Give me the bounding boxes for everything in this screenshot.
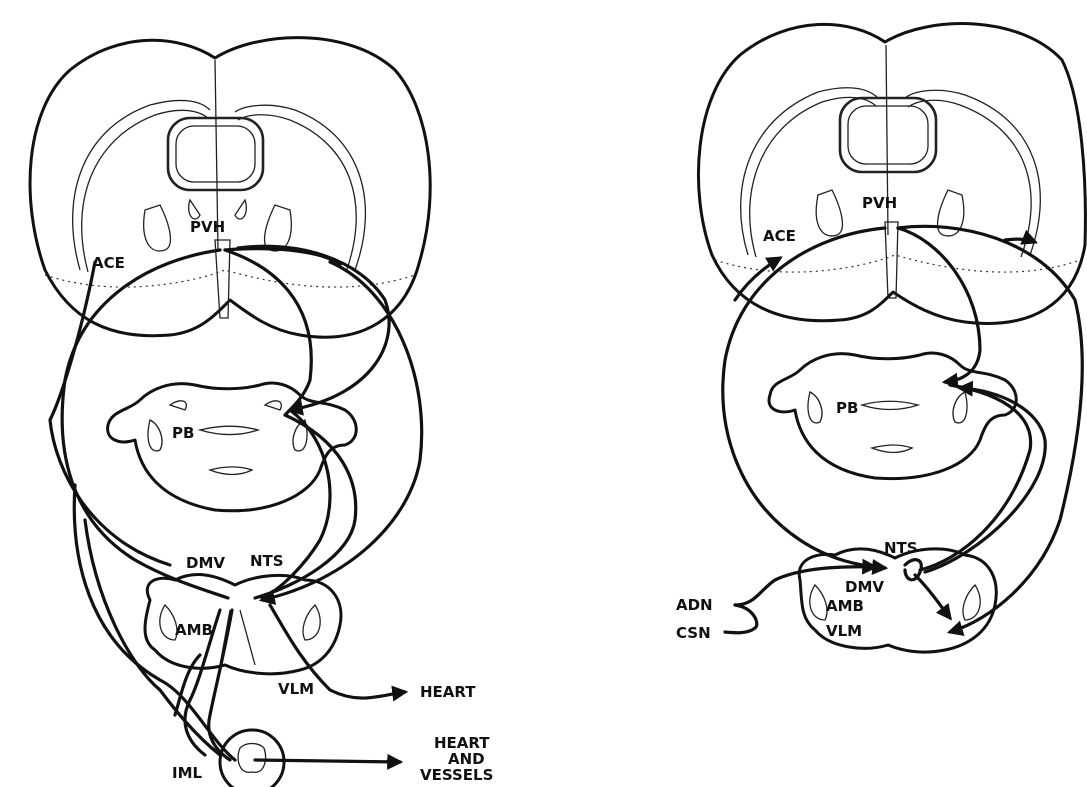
right-label-pb: PB <box>836 399 858 417</box>
left-label-pb: PB <box>172 424 194 442</box>
right-pons-section <box>769 353 1016 479</box>
left-label-dmv: DMV <box>186 554 225 572</box>
right-label-amb: AMB <box>826 597 864 615</box>
right-label-nts: NTS <box>884 539 918 557</box>
left-label-amb: AMB <box>175 621 213 639</box>
right-diagram: ACE PVH PB NTS DMV AMB VLM ADN CSN <box>676 24 1085 652</box>
left-pathways <box>50 246 422 762</box>
right-label-adn: ADN <box>676 596 713 614</box>
left-label-ace: ACE <box>92 254 125 272</box>
left-label-vlm: VLM <box>278 680 314 698</box>
right-label-pvh: PVH <box>862 194 897 212</box>
left-label-iml: IML <box>172 764 203 782</box>
right-label-vlm: VLM <box>826 622 862 640</box>
right-label-ace: ACE <box>763 227 796 245</box>
left-label-nts: NTS <box>250 552 284 570</box>
left-diagram: ACE PVH PB DMV NTS AMB VLM IML HEART HEA… <box>30 38 493 787</box>
left-label-heart: HEART <box>420 683 476 701</box>
right-label-dmv: DMV <box>845 578 884 596</box>
left-labels: ACE PVH PB DMV NTS AMB VLM IML HEART HEA… <box>92 218 493 784</box>
right-label-csn: CSN <box>676 624 711 642</box>
right-pathways <box>723 226 1082 632</box>
left-label-heart-vessels-3: VESSELS <box>420 766 493 784</box>
right-forebrain-section <box>698 24 1085 324</box>
left-label-pvh: PVH <box>190 218 225 236</box>
